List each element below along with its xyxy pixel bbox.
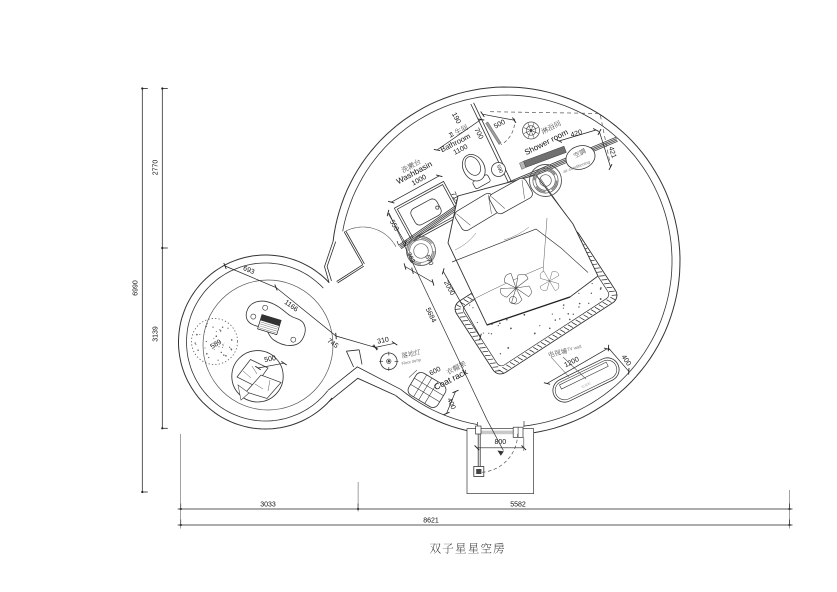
- svg-text:420: 420: [570, 129, 583, 139]
- svg-text:550: 550: [388, 219, 400, 233]
- svg-text:700: 700: [472, 127, 484, 141]
- svg-text:TV wall: TV wall: [566, 344, 582, 352]
- svg-text:2770: 2770: [153, 160, 160, 176]
- svg-text:693: 693: [242, 265, 256, 276]
- svg-text:5582: 5582: [510, 502, 526, 509]
- svg-text:6990: 6990: [133, 280, 140, 296]
- svg-text:570: 570: [423, 254, 434, 267]
- svg-text:421: 421: [607, 146, 617, 159]
- svg-text:500: 500: [493, 119, 507, 131]
- svg-text:800: 800: [494, 439, 506, 446]
- svg-text:400: 400: [445, 397, 456, 411]
- svg-text:8621: 8621: [423, 518, 439, 525]
- svg-text:3139: 3139: [153, 326, 160, 342]
- svg-text:Floor lamp: Floor lamp: [401, 357, 422, 366]
- svg-text:190: 190: [450, 111, 462, 125]
- svg-text:310: 310: [377, 336, 390, 345]
- svg-text:600: 600: [429, 366, 443, 378]
- svg-text:3033: 3033: [260, 502, 276, 509]
- svg-text:714: 714: [449, 191, 461, 205]
- svg-text:590: 590: [495, 164, 504, 174]
- svg-text:500: 500: [264, 355, 277, 364]
